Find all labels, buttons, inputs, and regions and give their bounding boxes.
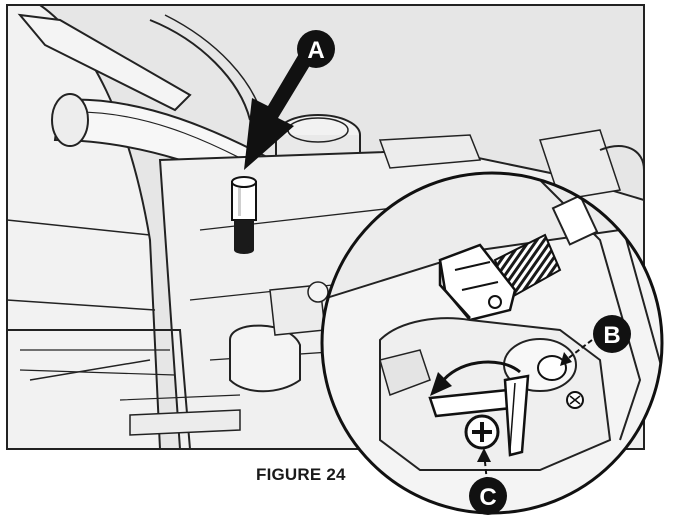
- callout-b: B: [593, 315, 631, 353]
- figure-caption: FIGURE 24: [256, 465, 346, 484]
- rotation-arrow: [438, 360, 521, 386]
- lever: [428, 374, 530, 457]
- callout-a: A: [297, 30, 335, 68]
- detail-inset: [320, 171, 664, 515]
- screw-c: [464, 414, 500, 450]
- drawing-frame: [6, 4, 645, 450]
- latch-clip: [438, 243, 517, 322]
- callout-b-label: B: [603, 322, 620, 349]
- callout-c: C: [469, 477, 507, 515]
- top-arm: [17, 13, 192, 112]
- pin-hole-b: [537, 355, 567, 381]
- arrow-a: [244, 52, 312, 170]
- callout-c-label: C: [479, 484, 496, 511]
- inserted-pin: [231, 176, 257, 254]
- callout-a-label: A: [307, 37, 324, 64]
